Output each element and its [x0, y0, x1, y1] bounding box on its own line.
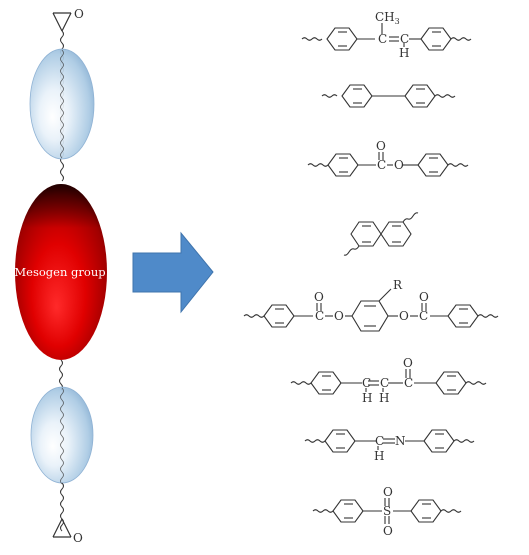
s6-carbon-2: C — [380, 376, 389, 390]
s8-oxygen-bottom: O — [383, 524, 393, 538]
s5-carbon-left: C — [315, 309, 324, 323]
s5-oxygen-right: O — [399, 309, 409, 323]
s8-oxygen-top: O — [383, 485, 393, 499]
structure-schiff-base — [304, 429, 475, 453]
structure-atom-labels: CH3 C C H O C O R O C O O O C C C H H O … — [314, 10, 429, 538]
mesogen-ellipsoid-shade — [15, 184, 107, 360]
s3-ester-oxygen: O — [394, 158, 404, 172]
top-epoxide-oxygen: O — [74, 7, 84, 21]
s1-hydrogen: H — [399, 46, 409, 60]
flexible-chain-bottom — [60, 482, 64, 532]
arrow — [132, 231, 214, 314]
s3-carbon: C — [377, 158, 386, 172]
structure-diester-substituted — [243, 288, 499, 332]
structure-chalcone — [290, 369, 487, 395]
s6-carbon-1: C — [362, 376, 371, 390]
structure-alpha-methylstilbene — [301, 23, 472, 51]
s3-carbonyl-oxygen: O — [376, 139, 386, 153]
s1-carbon-right: C — [400, 32, 409, 46]
bottom-epoxide-group — [52, 518, 72, 538]
s6-carbonyl-oxygen: O — [403, 356, 413, 370]
s5-carbonyl-oxygen-right: O — [419, 290, 429, 304]
s5-substituent-r: R — [393, 278, 403, 292]
s7-carbon: C — [375, 434, 384, 448]
s5-carbon-right: C — [419, 309, 428, 323]
s1-carbon-left: C — [378, 32, 387, 46]
s6-hydrogen-1: H — [362, 391, 372, 405]
s6-carbon-3: C — [404, 376, 413, 390]
bottom-epoxide-oxygen: O — [73, 531, 83, 545]
s5-carbonyl-oxygen-left: O — [314, 290, 324, 304]
s7-hydrogen: H — [374, 449, 384, 463]
upper-spacer-chain — [60, 49, 64, 159]
lower-spacer-ellipsoid — [30, 386, 94, 484]
s7-nitrogen: N — [395, 434, 406, 448]
structure-phenyl-benzoate — [307, 152, 469, 177]
top-epoxide-group — [52, 12, 72, 32]
lower-spacer-chain — [60, 387, 64, 485]
structure-diphenyl-sulfone — [312, 498, 462, 524]
flexible-chain-middle — [59, 359, 63, 391]
s6-hydrogen-2: H — [379, 391, 389, 405]
s8-sulfur: S — [383, 504, 391, 518]
structure-biphenyl — [321, 84, 456, 108]
s5-oxygen-left: O — [334, 309, 344, 323]
structure-naphthalene — [343, 212, 419, 256]
s1-methyl: CH3 — [375, 10, 400, 26]
mesogen-label: Mesogen group — [14, 265, 105, 279]
